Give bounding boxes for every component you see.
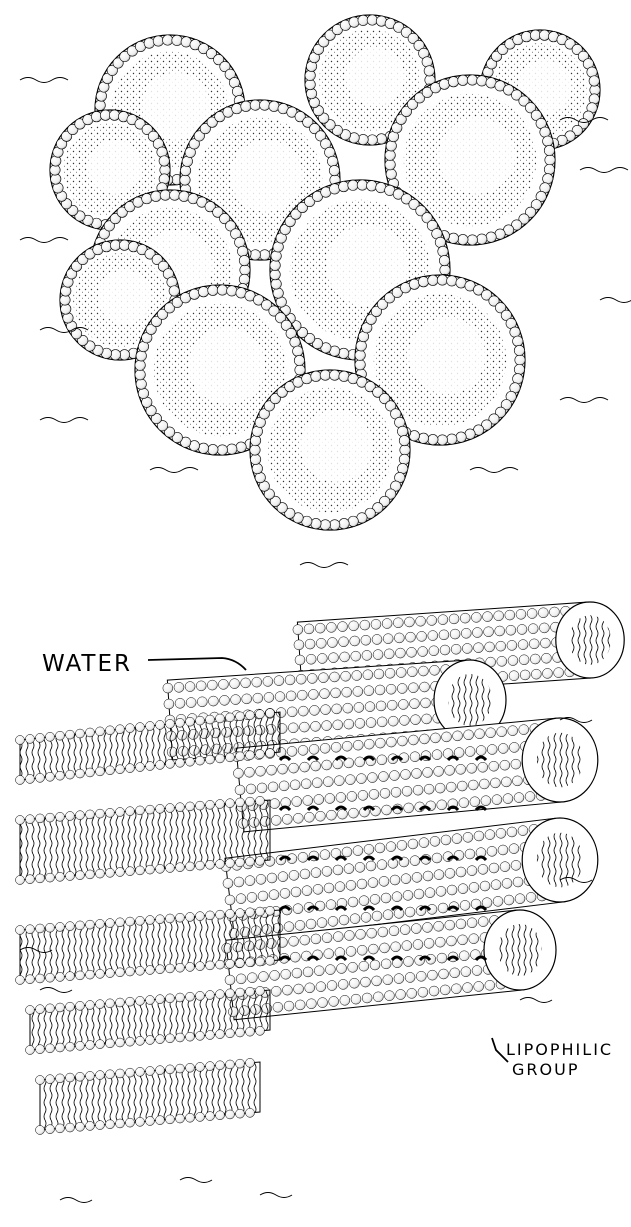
lipophilic-label-line2: GROUP (512, 1060, 579, 1079)
water-label-group: WATER (42, 651, 246, 677)
water-wave (150, 468, 198, 473)
water-wave (260, 1193, 292, 1198)
water-wave (40, 418, 88, 423)
spherical-micelle-cluster (20, 15, 631, 568)
cylindrical-micelle-stack (16, 602, 625, 1203)
water-wave (520, 998, 552, 1003)
lipophilic-label-line1: LIPOPHILIC (506, 1040, 613, 1059)
lipid-bilayer (36, 1058, 261, 1134)
water-wave (580, 168, 628, 173)
spherical-micelle (250, 370, 410, 530)
water-wave (180, 1178, 212, 1183)
lipophilic-label-group: LIPOPHILIC GROUP (492, 1038, 613, 1079)
water-leader-line (148, 658, 246, 670)
water-wave (20, 78, 68, 83)
water-wave (300, 563, 348, 568)
water-wave (20, 238, 68, 243)
water-label: WATER (42, 651, 132, 677)
water-wave (60, 1198, 92, 1203)
water-wave (600, 298, 631, 303)
water-wave (40, 988, 72, 993)
lipid-bilayer (26, 986, 271, 1054)
water-wave (560, 398, 608, 403)
water-wave (470, 468, 518, 473)
